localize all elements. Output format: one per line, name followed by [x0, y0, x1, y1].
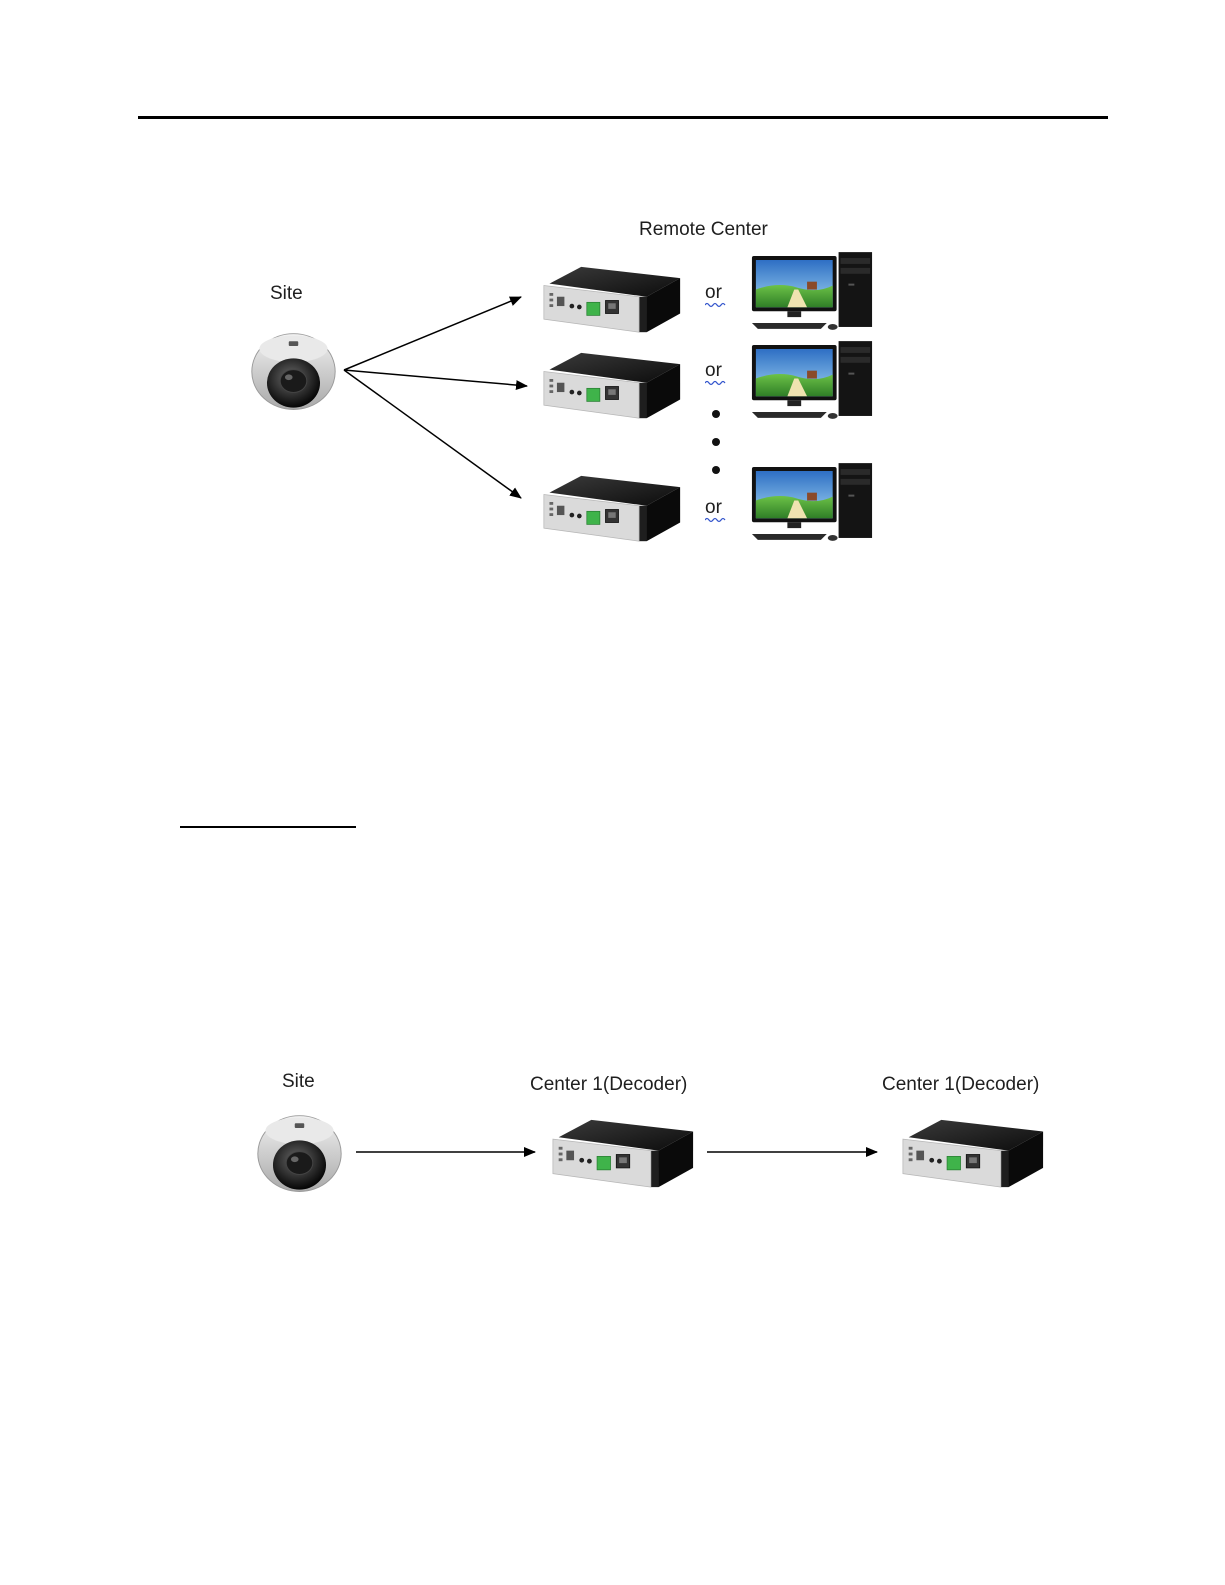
or-label-2: or: [705, 360, 727, 386]
video-decoder-box-icon: [541, 265, 683, 335]
video-decoder-box-icon: [541, 351, 683, 421]
or-label-3: or: [705, 497, 727, 523]
center-a-label: Center 1(Decoder): [530, 1074, 687, 1096]
site-label: Site: [270, 283, 303, 305]
desktop-pc-icon: [748, 460, 876, 546]
ellipsis-dot: [712, 466, 720, 474]
video-decoder-box-icon: [541, 474, 683, 544]
section-heading-underline: [180, 826, 356, 828]
arrow-to-decoder-1: [344, 297, 521, 370]
desktop-pc-icon: [748, 339, 876, 423]
dome-camera-icon: [246, 328, 341, 418]
desktop-pc-icon: [748, 250, 876, 334]
ellipsis-dot: [712, 410, 720, 418]
or-label-1: or: [705, 282, 727, 308]
site-label-2: Site: [282, 1071, 315, 1093]
dome-camera-icon: [252, 1110, 347, 1200]
video-decoder-box-icon: [550, 1118, 696, 1190]
remote-center-label: Remote Center: [639, 219, 768, 241]
ellipsis-dot: [712, 438, 720, 446]
center-b-label: Center 1(Decoder): [882, 1074, 1039, 1096]
arrow-to-decoder-3: [344, 370, 521, 498]
arrow-to-decoder-2: [344, 370, 527, 386]
video-decoder-box-icon: [900, 1118, 1046, 1190]
